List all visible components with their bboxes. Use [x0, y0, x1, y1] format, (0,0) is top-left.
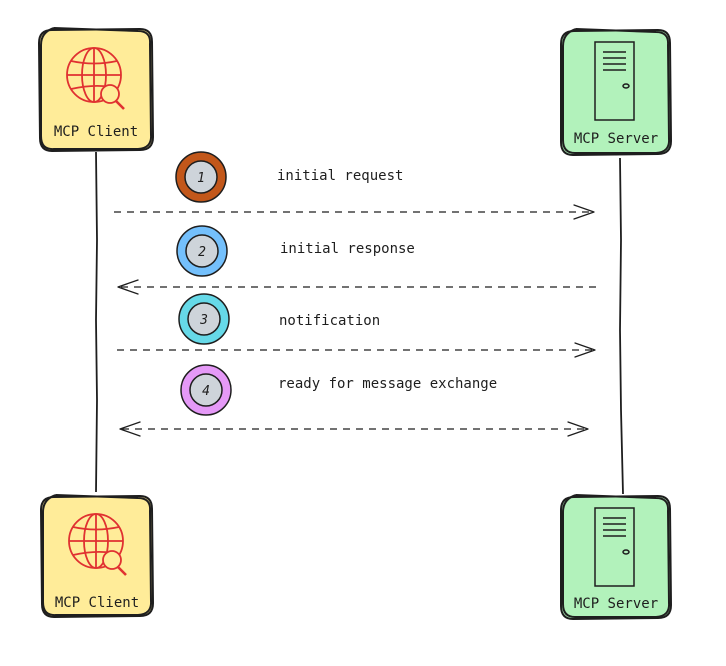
server-tower-icon [594, 41, 635, 121]
server-lifeline [619, 157, 624, 495]
server-box-bottom: MCP Server [560, 494, 673, 621]
server-label-bottom: MCP Server [574, 596, 658, 612]
message-3-label: notification [279, 313, 380, 329]
server-box-top: MCP Server [560, 28, 673, 157]
step-2-inner [185, 234, 219, 268]
message-2-arrowhead [117, 279, 139, 295]
step-2-number: 2 [198, 245, 206, 260]
server-tower-icon [594, 507, 635, 587]
message-2-label: initial response [280, 241, 415, 257]
step-1-number: 1 [197, 171, 205, 186]
client-label-bottom: MCP Client [55, 595, 139, 611]
step-1-inner [184, 160, 218, 194]
client-label-top: MCP Client [54, 124, 138, 140]
message-1-label: initial request [277, 168, 403, 184]
globe-search-icon [66, 47, 125, 110]
server-label-top: MCP Server [574, 131, 658, 147]
step-4-inner [189, 373, 223, 407]
message-1-arrowhead [573, 204, 595, 220]
message-4-arrowhead-left [119, 421, 141, 437]
message-3-arrowhead [574, 342, 596, 358]
step-2: 2 initial response [117, 225, 596, 295]
message-4-label: ready for message exchange [278, 376, 497, 392]
step-4: 4 ready for message exchange [119, 364, 589, 437]
globe-search-icon [68, 513, 127, 576]
client-box-bottom: MCP Client [39, 494, 155, 619]
step-3: 3 notification [117, 293, 596, 358]
client-lifeline [95, 151, 98, 493]
client-box-top: MCP Client [37, 27, 155, 153]
step-3-number: 3 [199, 313, 208, 328]
step-3-inner [187, 302, 221, 336]
step-4-number: 4 [202, 384, 210, 399]
step-1: 1 initial request [114, 151, 595, 220]
message-4-arrowhead-right [567, 421, 589, 437]
